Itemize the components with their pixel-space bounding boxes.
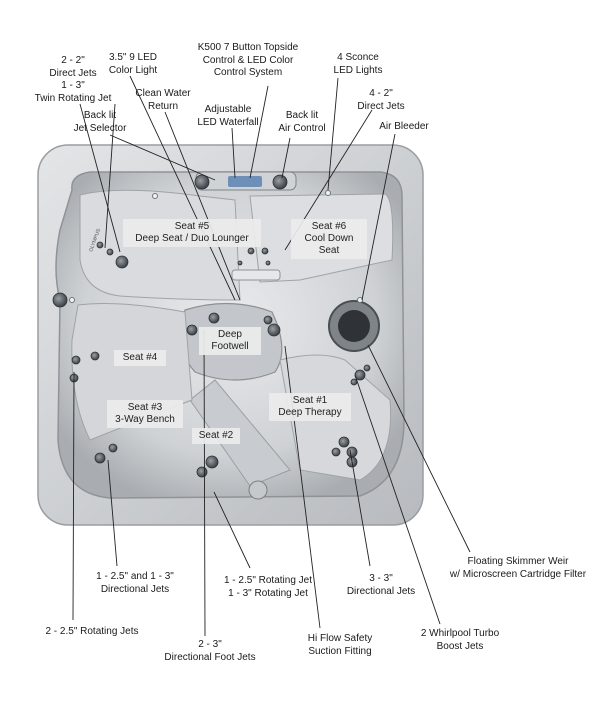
callout-color-light: 3.5" 9 LED Color Light — [108, 52, 158, 76]
jet — [208, 312, 220, 324]
skimmer-filter — [338, 310, 370, 342]
callout-topside-control: K500 7 Button Topside Control & LED Colo… — [197, 42, 299, 78]
jet — [338, 436, 350, 448]
jet — [115, 255, 129, 269]
sconce-light — [69, 297, 75, 303]
callout-direct-twin-jets: 2 - 2" Direct Jets 1 - 3" Twin Rotating … — [34, 55, 112, 104]
jet — [52, 292, 68, 308]
sconce-light — [357, 297, 363, 303]
seat-label-5: Seat #5 Deep Seat / Duo Lounger — [123, 219, 261, 247]
leader-line — [281, 137, 291, 179]
leader-line — [104, 103, 116, 249]
callout-skimmer-weir: Floating Skimmer Weir w/ Microscreen Car… — [449, 556, 587, 580]
seat-label-4: Seat #4 — [114, 350, 166, 366]
sconce-light — [152, 193, 158, 199]
leader-line — [79, 103, 121, 253]
jet — [272, 174, 288, 190]
callout-air-bleeder: Air Bleeder — [379, 121, 429, 132]
jet — [71, 355, 81, 365]
jet — [331, 447, 341, 457]
leader-line — [129, 75, 236, 301]
jet — [363, 364, 371, 372]
control-buttons — [228, 176, 262, 187]
callout-turbo-jets: 2 Whirlpool Turbo Boost Jets — [420, 628, 500, 652]
callout-foot-jets: 2 - 3" Directional Foot Jets — [164, 639, 256, 663]
leader-line — [109, 134, 216, 181]
callout-led-waterfall: Adjustable LED Waterfall — [197, 104, 259, 128]
leader-line — [361, 133, 396, 301]
jet — [106, 248, 114, 256]
leader-line — [327, 77, 339, 191]
callout-directional-jets-mixed: 1 - 2.5" and 1 - 3" Directional Jets — [96, 571, 174, 595]
waterfall-bar — [231, 269, 281, 281]
seat-label-1: Seat #1 Deep Therapy — [269, 393, 351, 421]
jet — [94, 452, 106, 464]
leader-line — [213, 491, 251, 569]
jet — [237, 260, 243, 266]
leader-line — [164, 111, 241, 301]
callout-direct-jets-4: 4 - 2" Direct Jets — [357, 88, 405, 112]
leader-line — [231, 127, 236, 179]
leader-line — [354, 374, 441, 625]
callout-rotating-jets-2: 2 - 2.5" Rotating Jets — [45, 626, 139, 637]
jet — [186, 324, 198, 336]
jet — [205, 455, 219, 469]
callout-rotating-jets-mixed: 1 - 2.5" Rotating Jet 1 - 3" Rotating Je… — [223, 575, 313, 599]
seat-label-6: Seat #6 Cool Down Seat — [291, 219, 367, 259]
callout-directional-jets-3: 3 - 3" Directional Jets — [346, 573, 416, 597]
seat-label-2: Seat #2 — [192, 428, 240, 444]
seat-label-footwell: Deep Footwell — [199, 327, 261, 355]
jet — [196, 466, 208, 478]
jet — [261, 247, 269, 255]
jet — [263, 315, 273, 325]
seat-label-3: Seat #3 3-Way Bench — [107, 400, 183, 428]
leader-line — [107, 459, 118, 567]
callout-jet-selector: Back lit Jet Selector — [73, 110, 127, 134]
suction-fitting — [248, 480, 268, 500]
leader-line — [203, 329, 206, 637]
leader-line — [349, 449, 371, 567]
jet — [247, 247, 255, 255]
leader-line — [367, 344, 471, 553]
jet — [96, 241, 104, 249]
callout-suction-fitting: Hi Flow Safety Suction Fitting — [307, 633, 373, 657]
jet — [265, 260, 271, 266]
jet — [350, 378, 358, 386]
callout-sconce-lights: 4 Sconce LED Lights — [333, 52, 383, 76]
jet — [108, 443, 118, 453]
callout-clean-water-return: Clean Water Return — [135, 88, 191, 112]
jet — [90, 351, 100, 361]
jet — [346, 446, 358, 458]
callout-air-control: Back lit Air Control — [278, 110, 326, 134]
leader-line — [72, 371, 75, 621]
jet — [194, 174, 210, 190]
sconce-light — [325, 190, 331, 196]
leader-line — [249, 85, 269, 179]
jet — [267, 323, 281, 337]
